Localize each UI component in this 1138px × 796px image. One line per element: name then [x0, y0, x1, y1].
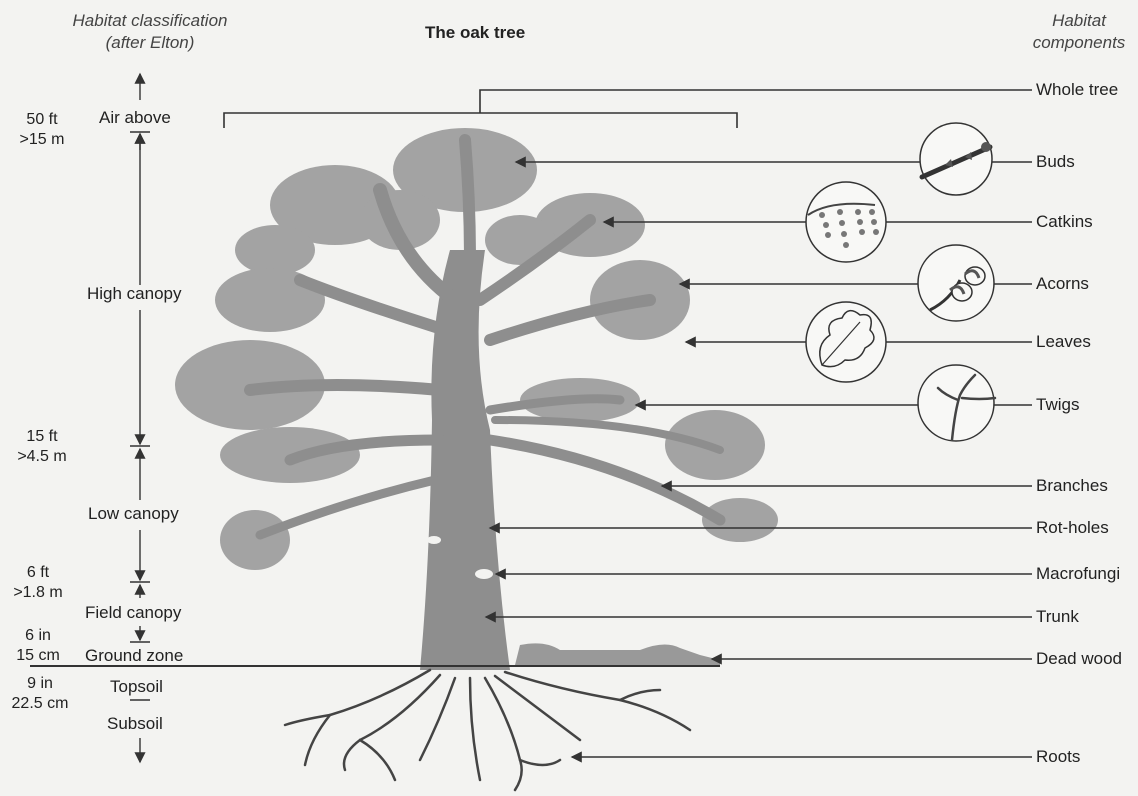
- component-dead-wood: Dead wood: [1036, 649, 1122, 669]
- measurement-imperial: 9 in: [8, 674, 72, 694]
- rot-hole: [427, 536, 441, 544]
- measurement-metric: >15 m: [14, 130, 70, 150]
- measurement-imperial: 6 ft: [10, 563, 66, 583]
- component-acorns: Acorns: [1036, 274, 1089, 294]
- whole-tree-bracket: [224, 90, 1032, 128]
- leaf-icon: [806, 302, 886, 382]
- measurement-15ft: 15 ft >4.5 m: [14, 427, 70, 467]
- component-catkins: Catkins: [1036, 212, 1093, 232]
- habitat-components-title: Habitat: [1024, 10, 1134, 32]
- measurement-metric: >4.5 m: [14, 447, 70, 467]
- habitat-components-subtitle: components: [1024, 32, 1134, 54]
- component-leaves: Leaves: [1036, 332, 1091, 352]
- zone-topsoil: Topsoil: [110, 677, 163, 697]
- acorn-icon: [918, 245, 994, 321]
- macrofungi-spot: [475, 569, 493, 579]
- measurement-50ft: 50 ft >15 m: [14, 110, 70, 150]
- tree-roots: [285, 670, 690, 790]
- component-roots: Roots: [1036, 747, 1080, 767]
- measurement-6in: 6 in 15 cm: [10, 626, 66, 666]
- measurement-metric: >1.8 m: [10, 583, 66, 603]
- zone-field-canopy: Field canopy: [85, 603, 181, 623]
- component-whole-tree: Whole tree: [1036, 80, 1118, 100]
- component-trunk: Trunk: [1036, 607, 1079, 627]
- zone-high-canopy: High canopy: [87, 284, 182, 304]
- measurement-metric: 22.5 cm: [8, 694, 72, 714]
- dead-wood-log: [515, 643, 720, 666]
- catkin-icon: [806, 182, 886, 262]
- measurement-imperial: 6 in: [10, 626, 66, 646]
- diagram-title: The oak tree: [425, 22, 525, 44]
- component-branches: Branches: [1036, 476, 1108, 496]
- zone-low-canopy: Low canopy: [88, 504, 179, 524]
- component-macrofungi: Macrofungi: [1036, 564, 1120, 584]
- measurement-metric: 15 cm: [10, 646, 66, 666]
- zone-ground: Ground zone: [85, 646, 183, 666]
- measurement-imperial: 50 ft: [14, 110, 70, 130]
- habitat-classification-title: Habitat classification: [50, 10, 250, 32]
- twig-icon: [918, 365, 995, 441]
- measurement-imperial: 15 ft: [14, 427, 70, 447]
- zone-subsoil: Subsoil: [107, 714, 163, 734]
- zone-air-above: Air above: [99, 108, 171, 128]
- habitat-classification-header: Habitat classification (after Elton): [50, 10, 250, 54]
- measurement-9in: 9 in 22.5 cm: [8, 674, 72, 714]
- habitat-components-header: Habitat components: [1024, 10, 1134, 54]
- measurement-6ft: 6 ft >1.8 m: [10, 563, 66, 603]
- bud-icon: [920, 123, 992, 195]
- component-buds: Buds: [1036, 152, 1075, 172]
- component-rot-holes: Rot-holes: [1036, 518, 1109, 538]
- component-twigs: Twigs: [1036, 395, 1079, 415]
- habitat-classification-subtitle: (after Elton): [50, 32, 250, 54]
